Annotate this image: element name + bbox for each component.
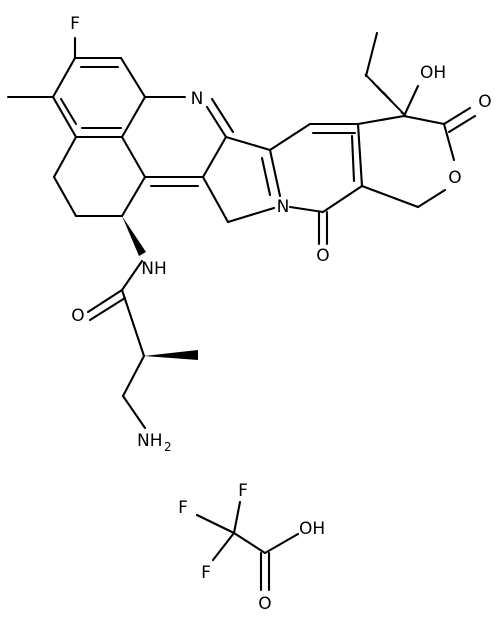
- bond: [120, 288, 146, 358]
- bond: [210, 97, 235, 134]
- wedge-bond: [144, 350, 198, 360]
- bond: [120, 95, 147, 139]
- bond: [226, 206, 276, 224]
- tfa-hydroxyl-label: OH: [299, 519, 325, 539]
- bond: [268, 122, 312, 152]
- bond: [52, 135, 78, 179]
- bond: [447, 114, 477, 134]
- lactam-carbonyl-oxygen-label: O: [316, 246, 329, 266]
- bond: [356, 122, 364, 188]
- bond: [88, 296, 127, 322]
- amide-nh-label: NH: [141, 259, 167, 279]
- bond: [288, 205, 325, 214]
- bond: [364, 31, 379, 78]
- bond: [121, 394, 147, 430]
- stereo-bonds: [122, 73, 408, 360]
- lactam-nitrogen-label: N: [277, 197, 290, 217]
- bond: [350, 134, 356, 183]
- tfa-fluorine-top-label: F: [238, 481, 248, 501]
- bond: [442, 122, 456, 162]
- fluorine-label: F: [70, 14, 80, 34]
- bond: [321, 184, 364, 214]
- bond: [232, 531, 267, 555]
- wedge-bond: [122, 216, 146, 256]
- bond: [360, 184, 420, 209]
- bond: [232, 500, 242, 535]
- bond: [120, 175, 147, 218]
- bond: [224, 135, 272, 152]
- bond: [51, 95, 78, 139]
- bond: [402, 84, 420, 118]
- bond: [86, 288, 124, 314]
- bond: [121, 354, 146, 398]
- bond: [268, 148, 282, 198]
- amine-subscript: 2: [164, 440, 172, 454]
- bond: [416, 188, 447, 209]
- bond: [356, 114, 406, 126]
- bond: [51, 56, 77, 99]
- tfa-fluorine-bottom-label: F: [201, 563, 211, 583]
- bond: [263, 532, 300, 555]
- drug-molecule-bonds: [6, 31, 477, 430]
- lactone-ring-oxygen-label: O: [448, 168, 461, 188]
- tfa-fluorine-left-label: F: [178, 498, 188, 518]
- hashed-bond: [364, 73, 408, 118]
- bond: [205, 105, 228, 139]
- atom-labels: F N OH O O N O NH O NH 2 F F F OH O: [70, 14, 492, 614]
- bond: [402, 114, 446, 126]
- tfa-carbonyl-oxygen-label: O: [258, 594, 271, 614]
- bond: [195, 513, 236, 535]
- amine-label: NH: [137, 431, 163, 451]
- bond: [442, 106, 472, 126]
- bond: [119, 56, 147, 99]
- bond: [260, 156, 272, 197]
- hydroxyl-label: OH: [420, 63, 446, 83]
- bond: [211, 531, 236, 562]
- bond: [201, 175, 230, 224]
- trifluoroacetic-acid-bonds: [195, 500, 300, 592]
- bond: [120, 259, 144, 292]
- amide-carbonyl-oxygen-label: O: [71, 306, 84, 326]
- lactone-carbonyl-oxygen-label: O: [478, 92, 491, 112]
- bond: [59, 97, 78, 126]
- bond: [120, 135, 147, 179]
- pyridine-nitrogen-label: N: [191, 89, 204, 109]
- bond: [52, 175, 78, 218]
- bond: [201, 135, 228, 179]
